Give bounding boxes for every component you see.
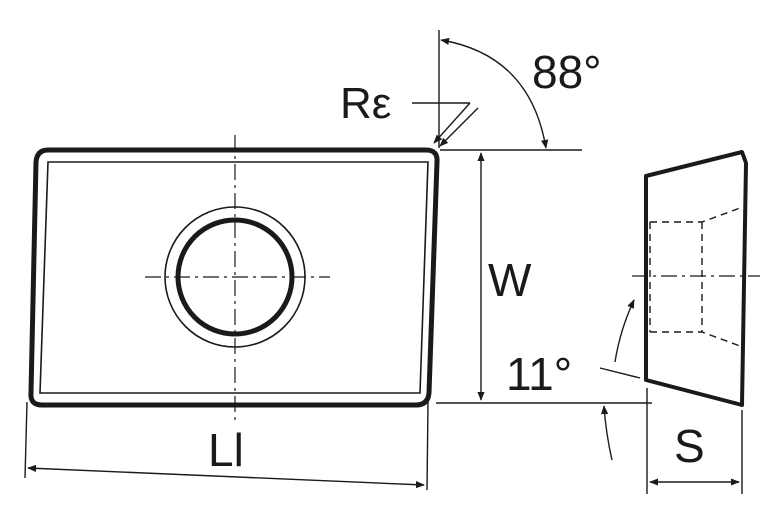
relief-angle-arc-lower [600,405,613,461]
corner-angle-dimension: 88° [438,30,602,151]
insert-outer-outline [28,147,440,408]
insert-inner-outline [39,161,429,394]
relief-angle-leader [599,367,641,379]
side-view-hidden-hole [649,207,741,347]
insert-top-view [28,135,440,420]
length-right-extension-line [426,401,429,491]
angle-88-label: 88° [532,46,602,98]
radius-arrow-line-1 [433,102,471,144]
thickness-dimension: S [646,388,743,494]
relief-angle-arc-upper [614,299,635,363]
width-dimension: W [436,152,652,404]
length-dimension: Ll [24,401,429,491]
thickness-label: S [674,420,705,472]
length-left-extension-line [24,401,28,479]
width-label: W [488,254,532,306]
radius-label: Rε [340,79,391,128]
radius-arrow-line-2 [439,107,479,147]
length-label: Ll [208,424,244,476]
insert-side-view [632,150,760,407]
length-dimension-line [27,464,425,489]
side-view-outline [644,150,748,407]
angle-88-arc [440,37,549,149]
corner-radius-dimension: Rε [340,79,479,147]
relief-angle-label: 11° [506,348,572,400]
relief-angle-dimension: 11° [506,299,641,461]
